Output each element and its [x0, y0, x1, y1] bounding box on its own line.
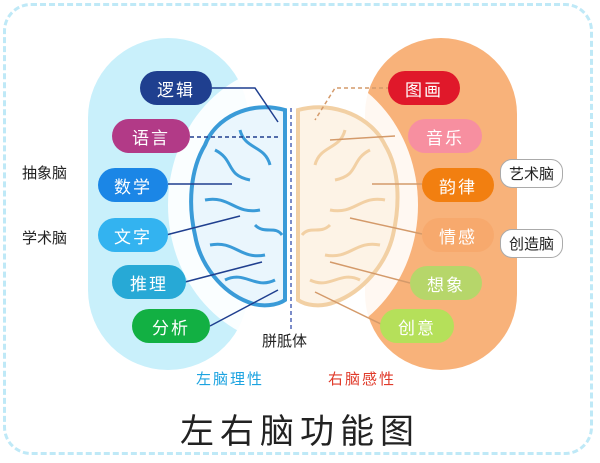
right-item-label: 图画: [405, 80, 443, 101]
right-item-emotion: 情感: [422, 218, 494, 252]
left-item-logic: 逻辑: [140, 71, 212, 105]
right-item-rhythm: 韵律: [422, 168, 494, 202]
right-item-label: 情感: [439, 227, 477, 248]
right-item-music: 音乐: [408, 119, 482, 153]
left-item-label: 数学: [114, 177, 152, 198]
left-item-analysis: 分析: [132, 309, 210, 343]
corpus-callosum-label: 胼胝体: [262, 332, 308, 350]
academic-brain-label: 学术脑: [22, 229, 68, 247]
abstract-brain-label: 抽象脑: [22, 164, 68, 182]
right-item-drawing: 图画: [388, 71, 460, 105]
left-item-label: 语言: [132, 128, 170, 149]
art-brain-label: 艺术脑: [500, 159, 564, 188]
right-item-label: 音乐: [426, 128, 464, 149]
dashed-frame: [3, 3, 593, 455]
left-item-writing: 文字: [98, 218, 168, 252]
right-item-label: 想象: [427, 275, 465, 296]
right-item-label: 韵律: [439, 177, 477, 198]
left-item-label: 推理: [130, 274, 168, 295]
right-item-imagination: 想象: [410, 266, 482, 300]
right-item-label: 创意: [398, 318, 436, 339]
left-item-math: 数学: [98, 168, 168, 202]
left-brain-caption: 左脑理性: [196, 370, 265, 388]
left-item-label: 逻辑: [157, 80, 195, 101]
left-item-language: 语言: [112, 119, 190, 153]
diagram-title: 左右脑功能图: [180, 412, 420, 452]
right-item-creativity: 创意: [380, 309, 454, 343]
left-item-reasoning: 推理: [112, 265, 186, 299]
right-brain-caption: 右脑感性: [328, 370, 397, 388]
left-item-label: 文字: [114, 227, 152, 248]
left-item-label: 分析: [152, 318, 190, 339]
creative-brain-label: 创造脑: [500, 229, 564, 258]
right-hemisphere: [296, 105, 400, 308]
